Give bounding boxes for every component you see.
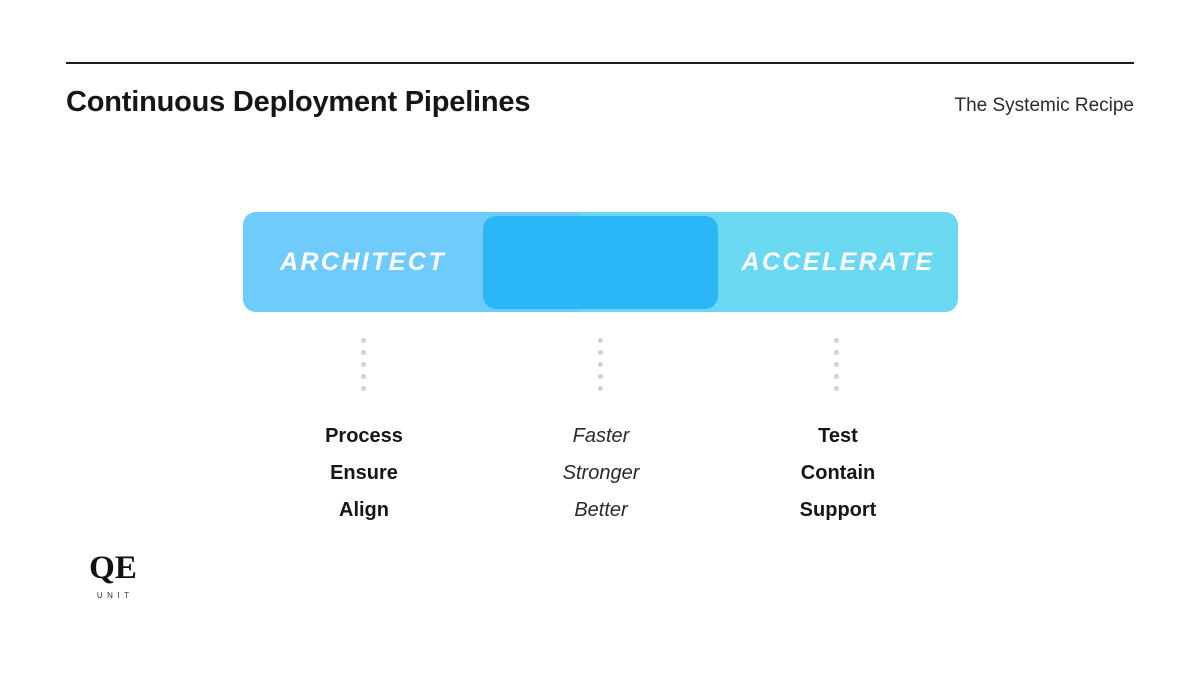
word-item: Test bbox=[818, 425, 858, 447]
dot bbox=[834, 374, 839, 379]
dot bbox=[361, 350, 366, 355]
word-item: Contain bbox=[800, 462, 876, 484]
dot bbox=[598, 374, 603, 379]
word-item: Align bbox=[339, 499, 389, 521]
logo-mark: QE bbox=[89, 550, 137, 586]
dot bbox=[834, 386, 839, 391]
dot bbox=[361, 374, 366, 379]
word-item: Better bbox=[574, 499, 628, 521]
dot bbox=[834, 338, 839, 343]
dot bbox=[598, 338, 603, 343]
word-item: Process bbox=[325, 425, 403, 447]
header-divider bbox=[66, 62, 1134, 64]
pipeline-segment-middle bbox=[483, 216, 718, 309]
logo-subtext: UNIT bbox=[96, 591, 134, 600]
pipeline-bar: ARCHITECT ACCELERATE bbox=[243, 212, 958, 312]
dot bbox=[361, 362, 366, 367]
dot-connector-left bbox=[361, 338, 366, 391]
dot bbox=[598, 386, 603, 391]
word-item: Support bbox=[799, 499, 877, 521]
dot bbox=[598, 350, 603, 355]
page-title: Continuous Deployment Pipelines bbox=[66, 86, 531, 118]
page-subtitle: The Systemic Recipe bbox=[954, 95, 1134, 116]
word-item: Ensure bbox=[330, 462, 398, 484]
word-column-middle: Faster Stronger Better bbox=[481, 418, 721, 529]
word-item: Faster bbox=[572, 425, 630, 447]
dot bbox=[361, 386, 366, 391]
dot bbox=[361, 338, 366, 343]
word-column-right: Test Contain Support bbox=[718, 418, 958, 529]
dot-connector-middle bbox=[598, 338, 603, 391]
word-item: Stronger bbox=[562, 462, 640, 484]
dot bbox=[834, 350, 839, 355]
qe-unit-logo: QE UNIT bbox=[78, 550, 148, 601]
dot-connector-right bbox=[834, 338, 839, 391]
word-column-left: Process Ensure Align bbox=[244, 418, 484, 529]
dot bbox=[834, 362, 839, 367]
dot bbox=[598, 362, 603, 367]
